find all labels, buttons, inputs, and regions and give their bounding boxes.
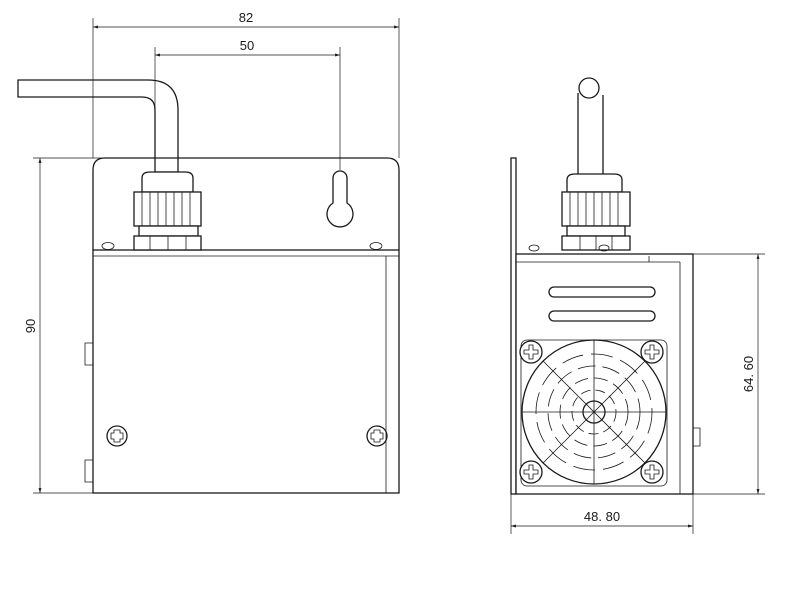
dimension-front-width: 82 [92,10,400,158]
cable-gland [133,171,202,251]
dimension-side-width: 48. 80 [510,494,694,534]
dimension-label: 48. 80 [584,509,620,524]
screw-icon [640,460,664,484]
side-flange [510,157,517,495]
dimension-label: 90 [23,319,38,333]
vent-slot [548,286,656,298]
side-stud-bottom [84,459,93,483]
rivet-right [369,242,383,250]
front-housing [92,249,400,494]
screw-icon [519,340,543,364]
mounting-plate [92,157,400,250]
screw-icon [106,425,128,447]
dimension-label: 50 [240,38,254,53]
dimension-side-height: 64. 60 [693,253,765,495]
keyhole-slot [326,170,354,228]
side-cable-gland [561,173,631,251]
vent-slot [548,310,656,322]
front-view [17,79,400,494]
screw-icon [640,340,664,364]
dimension-front-height: 90 [23,157,155,494]
dimension-label: 82 [239,10,253,25]
screw-icon [519,460,543,484]
fan-grille [520,339,668,487]
cable-end [578,77,600,99]
dimension-mount-spacing: 50 [154,38,341,170]
dimension-label: 64. 60 [741,356,756,392]
side-view [510,77,701,495]
screw-icon [366,425,388,447]
side-stud-top [84,342,93,366]
rivet-left [101,242,115,250]
side-housing [515,253,694,495]
